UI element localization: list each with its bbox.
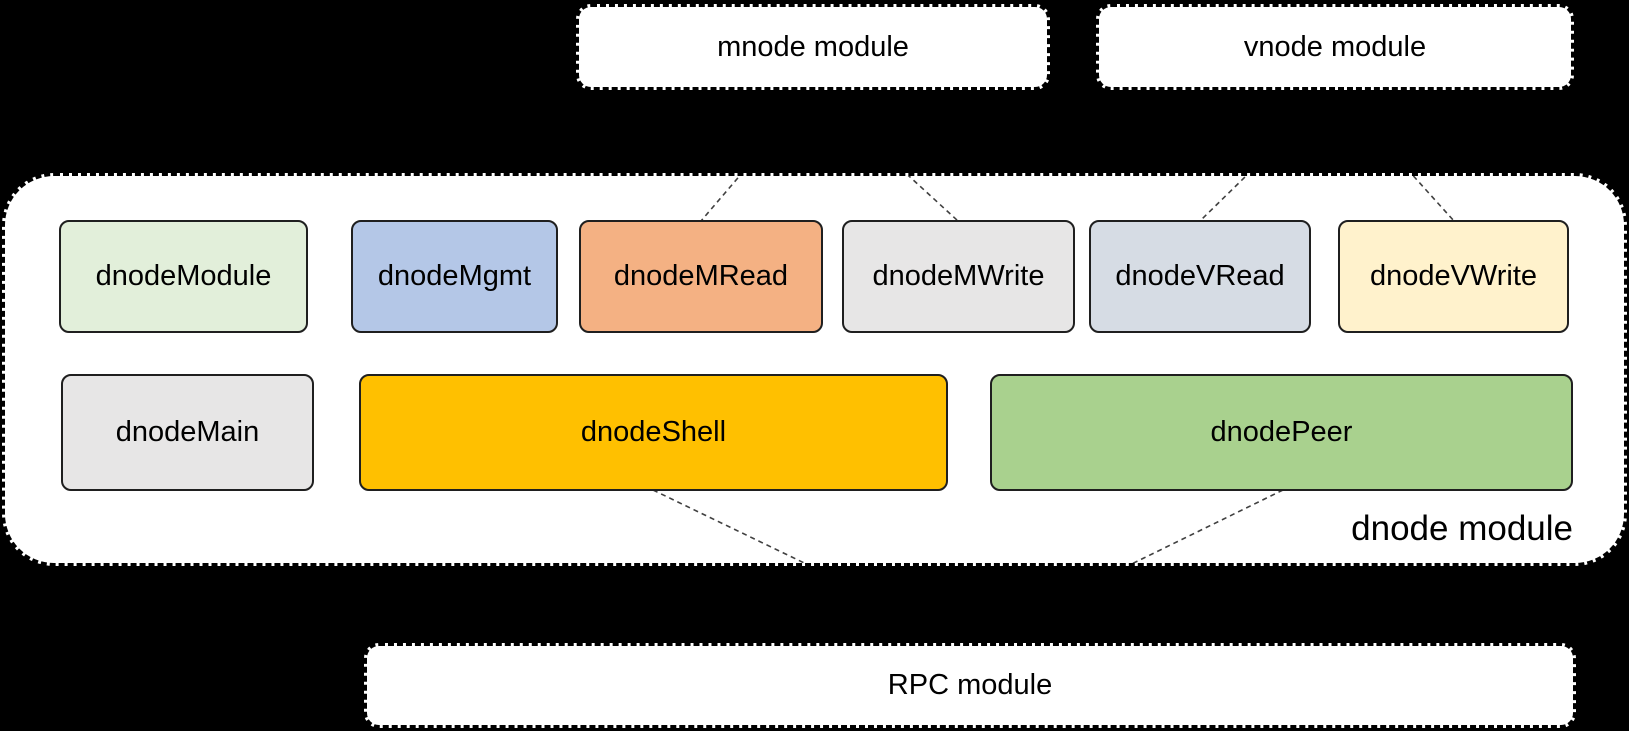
node-box-dnodeVWrite: dnodeVWrite [1338, 220, 1569, 333]
vnode-module-box: vnode module [1096, 4, 1574, 90]
node-box-dnodeMain: dnodeMain [61, 374, 314, 491]
node-box-dnodeVRead: dnodeVRead [1089, 220, 1311, 333]
rpc-module-box: RPC module [364, 643, 1576, 728]
node-box-dnodeShell: dnodeShell [359, 374, 948, 491]
node-box-dnodePeer: dnodePeer [990, 374, 1573, 491]
node-box-dnodeModule: dnodeModule [59, 220, 308, 333]
connector-dnodePeer-rpc [1131, 489, 1284, 563]
rpc-module-label: RPC module [887, 669, 1053, 701]
mnode-module-label: mnode module [717, 30, 909, 63]
dnode-module-label: dnode module [1351, 509, 1573, 548]
connector-mnode-dnodeMWrite [907, 176, 959, 222]
connector-mnode-dnodeMRead [700, 176, 741, 222]
connector-vnode-dnodeVRead [1199, 176, 1248, 222]
node-box-dnodeMWrite: dnodeMWrite [842, 220, 1075, 333]
connector-lines [652, 176, 1455, 563]
vnode-module-label: vnode module [1243, 30, 1427, 63]
connector-vnode-dnodeVWrite [1412, 176, 1455, 222]
node-box-dnodeMRead: dnodeMRead [579, 220, 823, 333]
connector-dnodeShell-rpc [652, 489, 807, 563]
node-box-dnodeMgmt: dnodeMgmt [351, 220, 558, 333]
mnode-module-box: mnode module [576, 4, 1050, 90]
